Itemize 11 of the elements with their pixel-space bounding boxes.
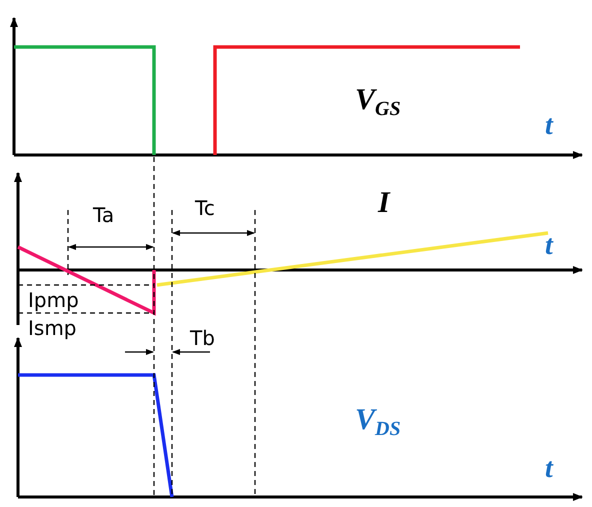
axis-label: t xyxy=(545,232,553,260)
signal-name: V$_{GS}$ xyxy=(355,85,401,119)
axis-label: t xyxy=(545,112,553,140)
interval-label: Tc xyxy=(195,198,215,218)
axis-label: t xyxy=(545,455,553,483)
interval-label: Tb xyxy=(190,328,215,348)
current-label: Ipmp xyxy=(28,290,79,310)
signal-name: I xyxy=(378,188,390,218)
interval-label: Ta xyxy=(93,205,114,225)
signal-name: V$_{DS}$ xyxy=(355,405,401,439)
current-label: Ismp xyxy=(28,318,76,338)
